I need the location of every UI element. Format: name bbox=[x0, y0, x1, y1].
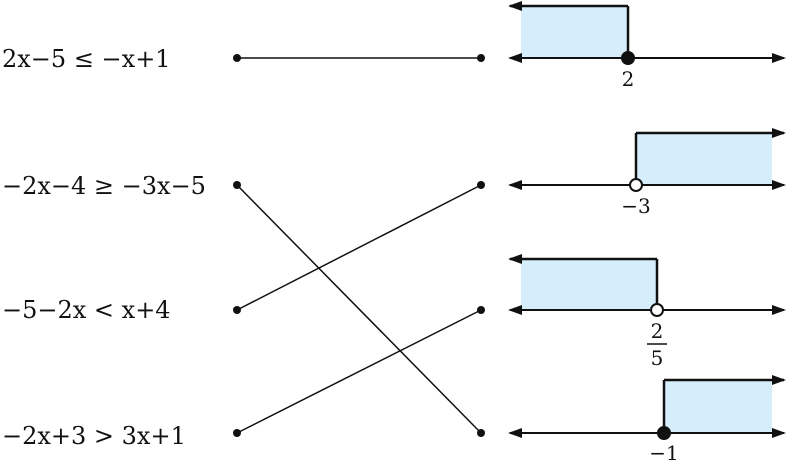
shade-region-3 bbox=[521, 259, 657, 310]
open-endpoint-2 bbox=[629, 178, 643, 192]
tick-label-2: −3 bbox=[621, 194, 650, 218]
shade-region-4 bbox=[664, 380, 772, 433]
tick-label-3-numerator: 2 bbox=[651, 319, 664, 343]
inequality-1: 2x−5 ≤ −x+1 bbox=[2, 45, 171, 73]
shade-region-1 bbox=[521, 6, 628, 58]
match-line-3 bbox=[236, 184, 482, 311]
inequality-4: −2x+3 > 3x+1 bbox=[2, 422, 186, 450]
match-line-2 bbox=[236, 184, 482, 434]
number-line-3: 2 5 bbox=[508, 254, 786, 370]
closed-endpoint-4 bbox=[657, 426, 671, 440]
match-lines bbox=[236, 57, 482, 434]
number-line-2: −3 bbox=[508, 128, 786, 218]
inequality-3: −5−2x < x+4 bbox=[2, 296, 171, 324]
tick-label-3-denominator: 5 bbox=[651, 346, 664, 370]
closed-endpoint-1 bbox=[621, 51, 635, 65]
number-line-4: −1 bbox=[508, 375, 786, 465]
number-line-1: 2 bbox=[508, 0, 786, 91]
left-dot-3[interactable] bbox=[233, 306, 241, 314]
right-dot-1[interactable] bbox=[477, 54, 485, 62]
open-endpoint-3 bbox=[650, 303, 664, 317]
left-dot-4[interactable] bbox=[233, 429, 241, 437]
match-line-4 bbox=[236, 309, 482, 434]
right-dot-3[interactable] bbox=[477, 306, 485, 314]
left-dot-2[interactable] bbox=[233, 181, 241, 189]
tick-label-1: 2 bbox=[622, 67, 635, 91]
right-dot-4[interactable] bbox=[477, 429, 485, 437]
right-dot-2[interactable] bbox=[477, 181, 485, 189]
shade-region-2 bbox=[636, 133, 772, 185]
inequality-2: −2x−4 ≥ −3x−5 bbox=[2, 172, 206, 200]
tick-label-4: −1 bbox=[649, 441, 678, 465]
left-dot-1[interactable] bbox=[233, 54, 241, 62]
